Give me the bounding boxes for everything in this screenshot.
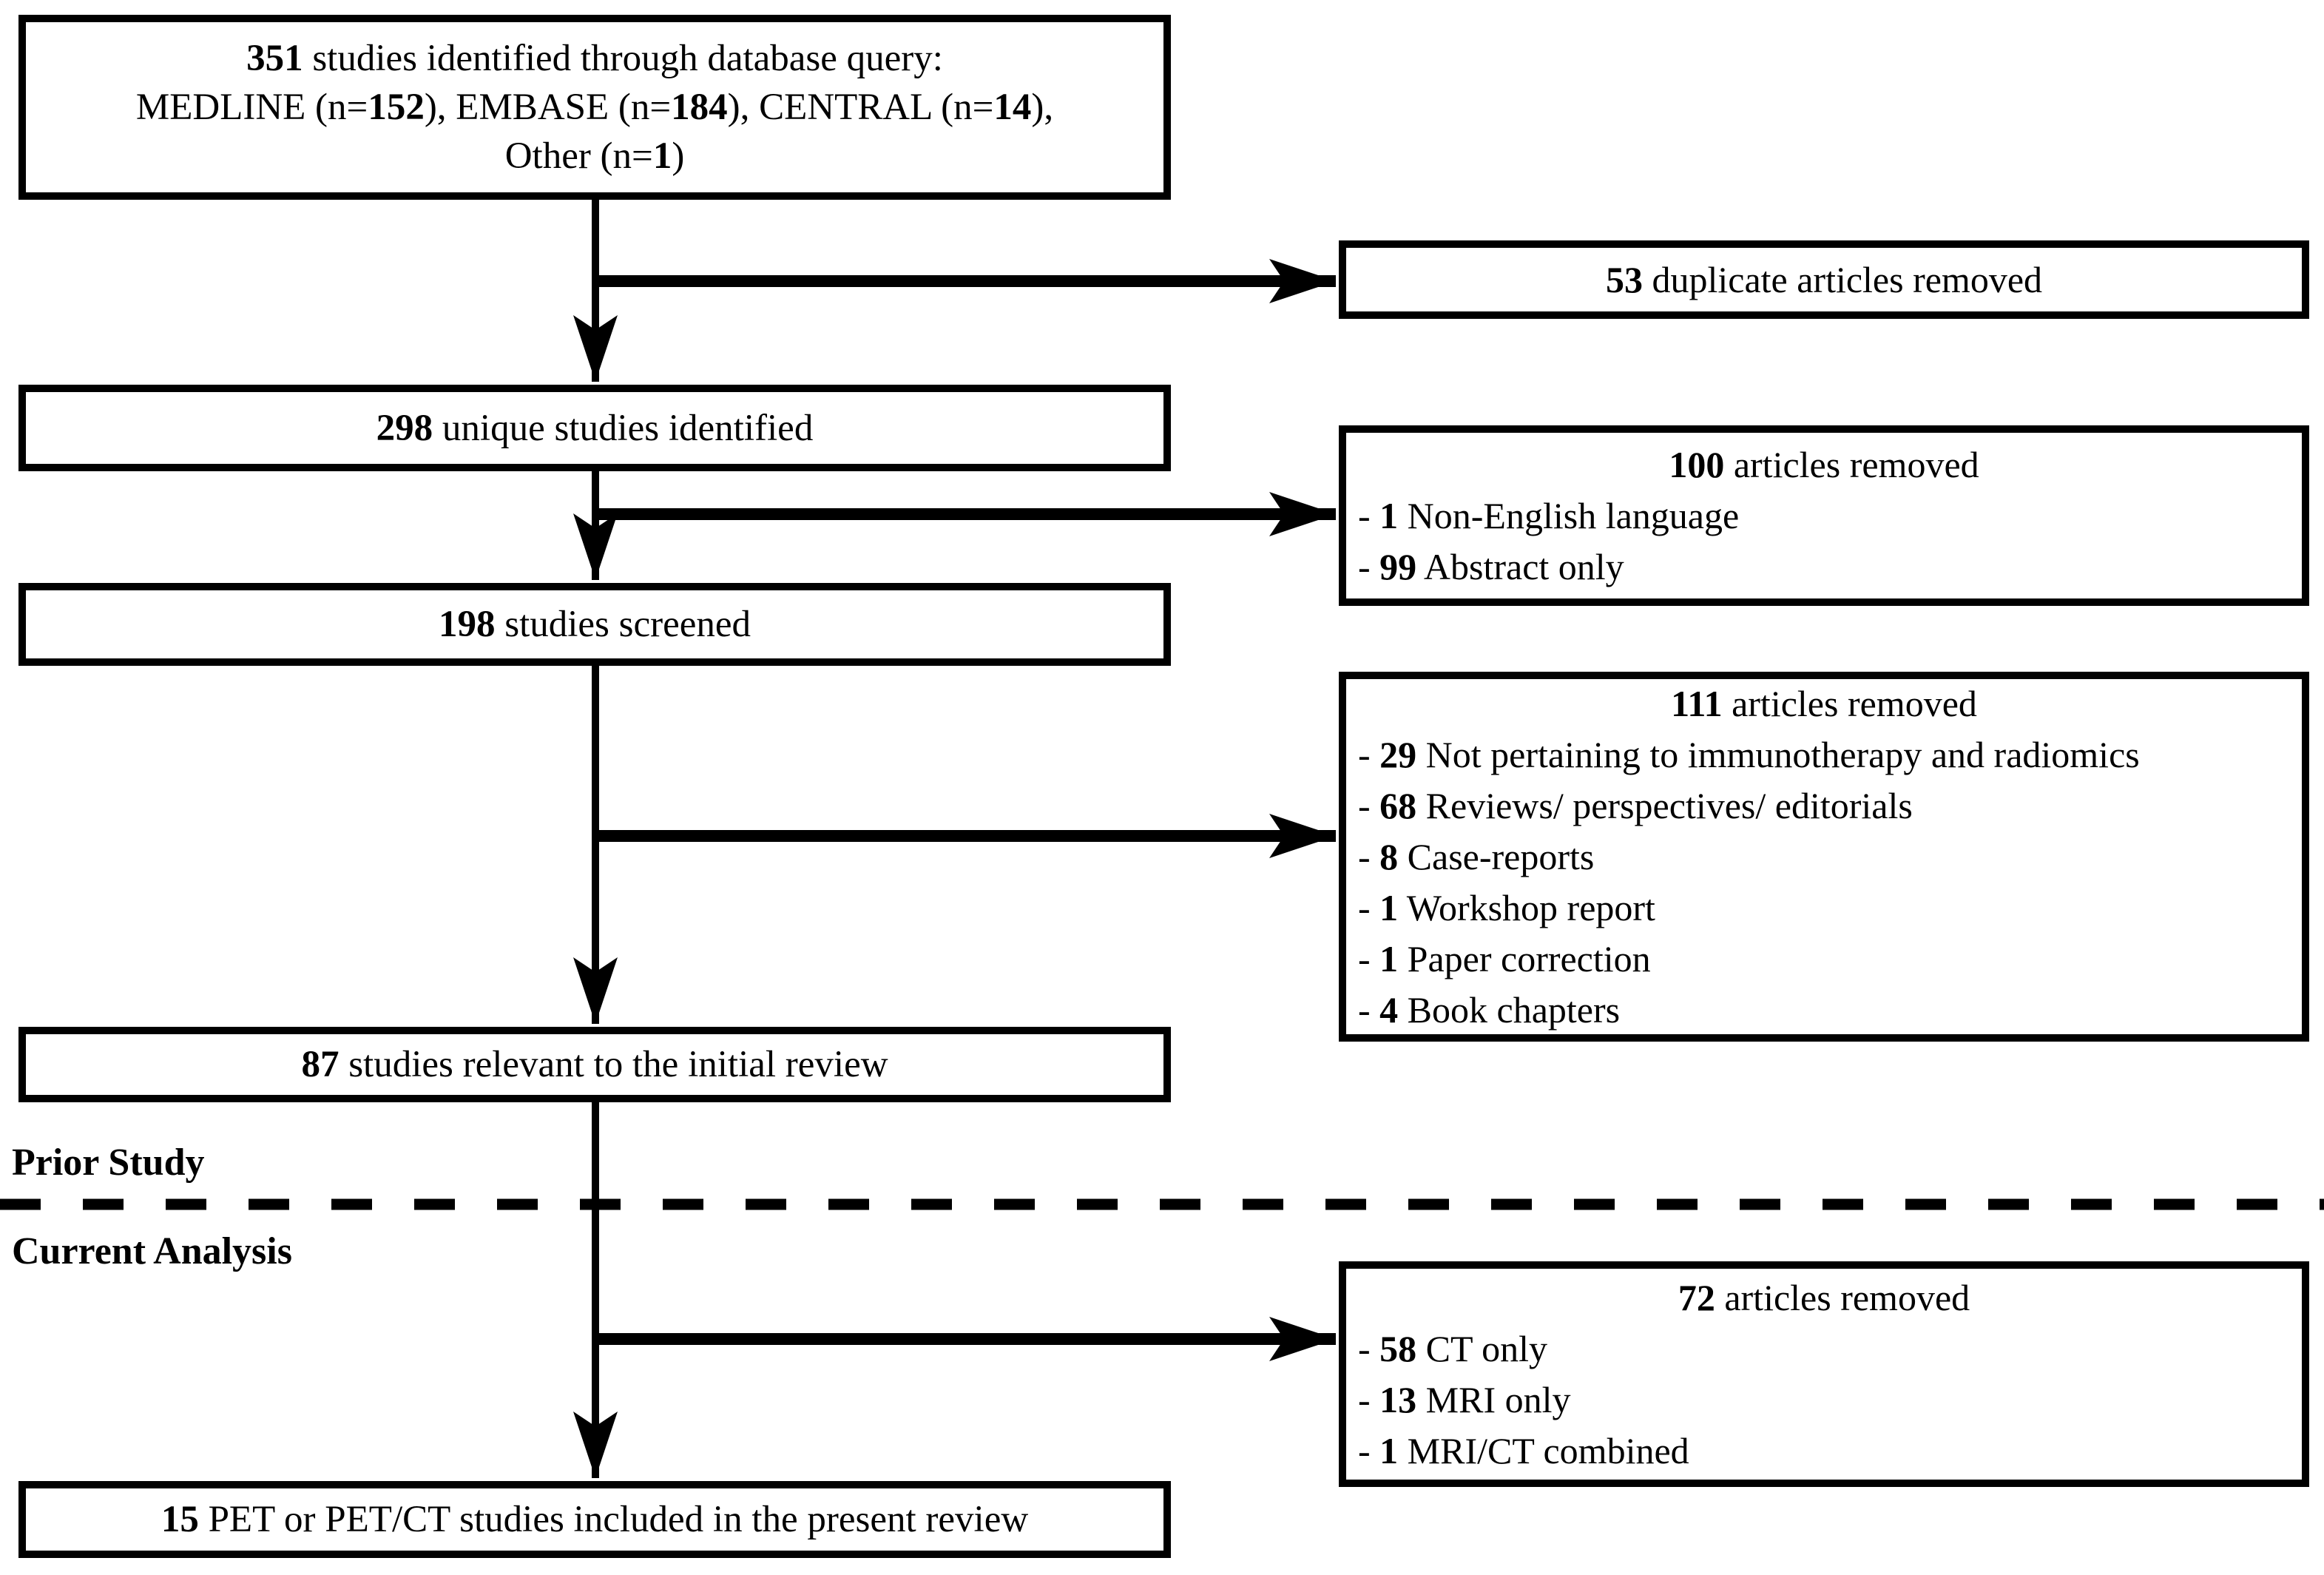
box-title-line: 53 duplicate articles removed [1605, 258, 2043, 300]
box-text-line: 351 studies identified through database … [246, 38, 943, 79]
exclusion-item: - 58 CT only [1358, 1327, 1548, 1369]
box-text-line: MEDLINE (n=152), EMBASE (n=184), CENTRAL… [135, 87, 1054, 128]
exclusion-item: - 8 Case-reports [1358, 835, 1595, 877]
exclusion-item: - 13 MRI only [1358, 1378, 1571, 1420]
unique-studies-box: 298 unique studies identified [18, 385, 1171, 471]
box-text-line: 298 unique studies identified [376, 407, 814, 449]
current-analysis-label: Current Analysis [12, 1230, 292, 1272]
screened-studies-box: 198 studies screened [18, 583, 1171, 666]
exclusion-item: - 1 MRI/CT combined [1358, 1429, 1689, 1471]
exclusion-item: - 4 Book chapters [1358, 988, 1621, 1031]
box-text-line: 15 PET or PET/CT studies included in the… [161, 1499, 1029, 1540]
included-studies-box: 15 PET or PET/CT studies included in the… [18, 1481, 1171, 1558]
removed-100-box: 100 articles removed - 1 Non-English lan… [1339, 425, 2309, 606]
box-title-line: 100 articles removed [1669, 443, 1979, 485]
box-title-line: 72 articles removed [1678, 1276, 1970, 1318]
exclusion-item: - 99 Abstract only [1358, 545, 1624, 587]
removed-111-box: 111 articles removed - 29 Not pertaining… [1339, 672, 2309, 1042]
exclusion-item: - 1 Non-English language [1358, 494, 1740, 536]
prior-study-label: Prior Study [12, 1141, 205, 1184]
exclusion-item: - 1 Paper correction [1358, 937, 1651, 979]
box-title-line: 111 articles removed [1671, 682, 1977, 724]
identified-box: 351 studies identified through database … [18, 15, 1171, 200]
removed-72-box: 72 articles removed - 58 CT only - 13 MR… [1339, 1261, 2309, 1487]
relevant-studies-box: 87 studies relevant to the initial revie… [18, 1027, 1171, 1102]
duplicates-removed-box: 53 duplicate articles removed [1339, 240, 2309, 319]
exclusion-item: - 29 Not pertaining to immunotherapy and… [1358, 733, 2140, 775]
box-text-line: 87 studies relevant to the initial revie… [301, 1044, 888, 1085]
exclusion-item: - 68 Reviews/ perspectives/ editorials [1358, 784, 1913, 826]
box-text-line: Other (n=1) [504, 135, 685, 177]
box-text-line: 198 studies screened [438, 604, 751, 645]
exclusion-item: - 1 Workshop report [1358, 886, 1655, 928]
